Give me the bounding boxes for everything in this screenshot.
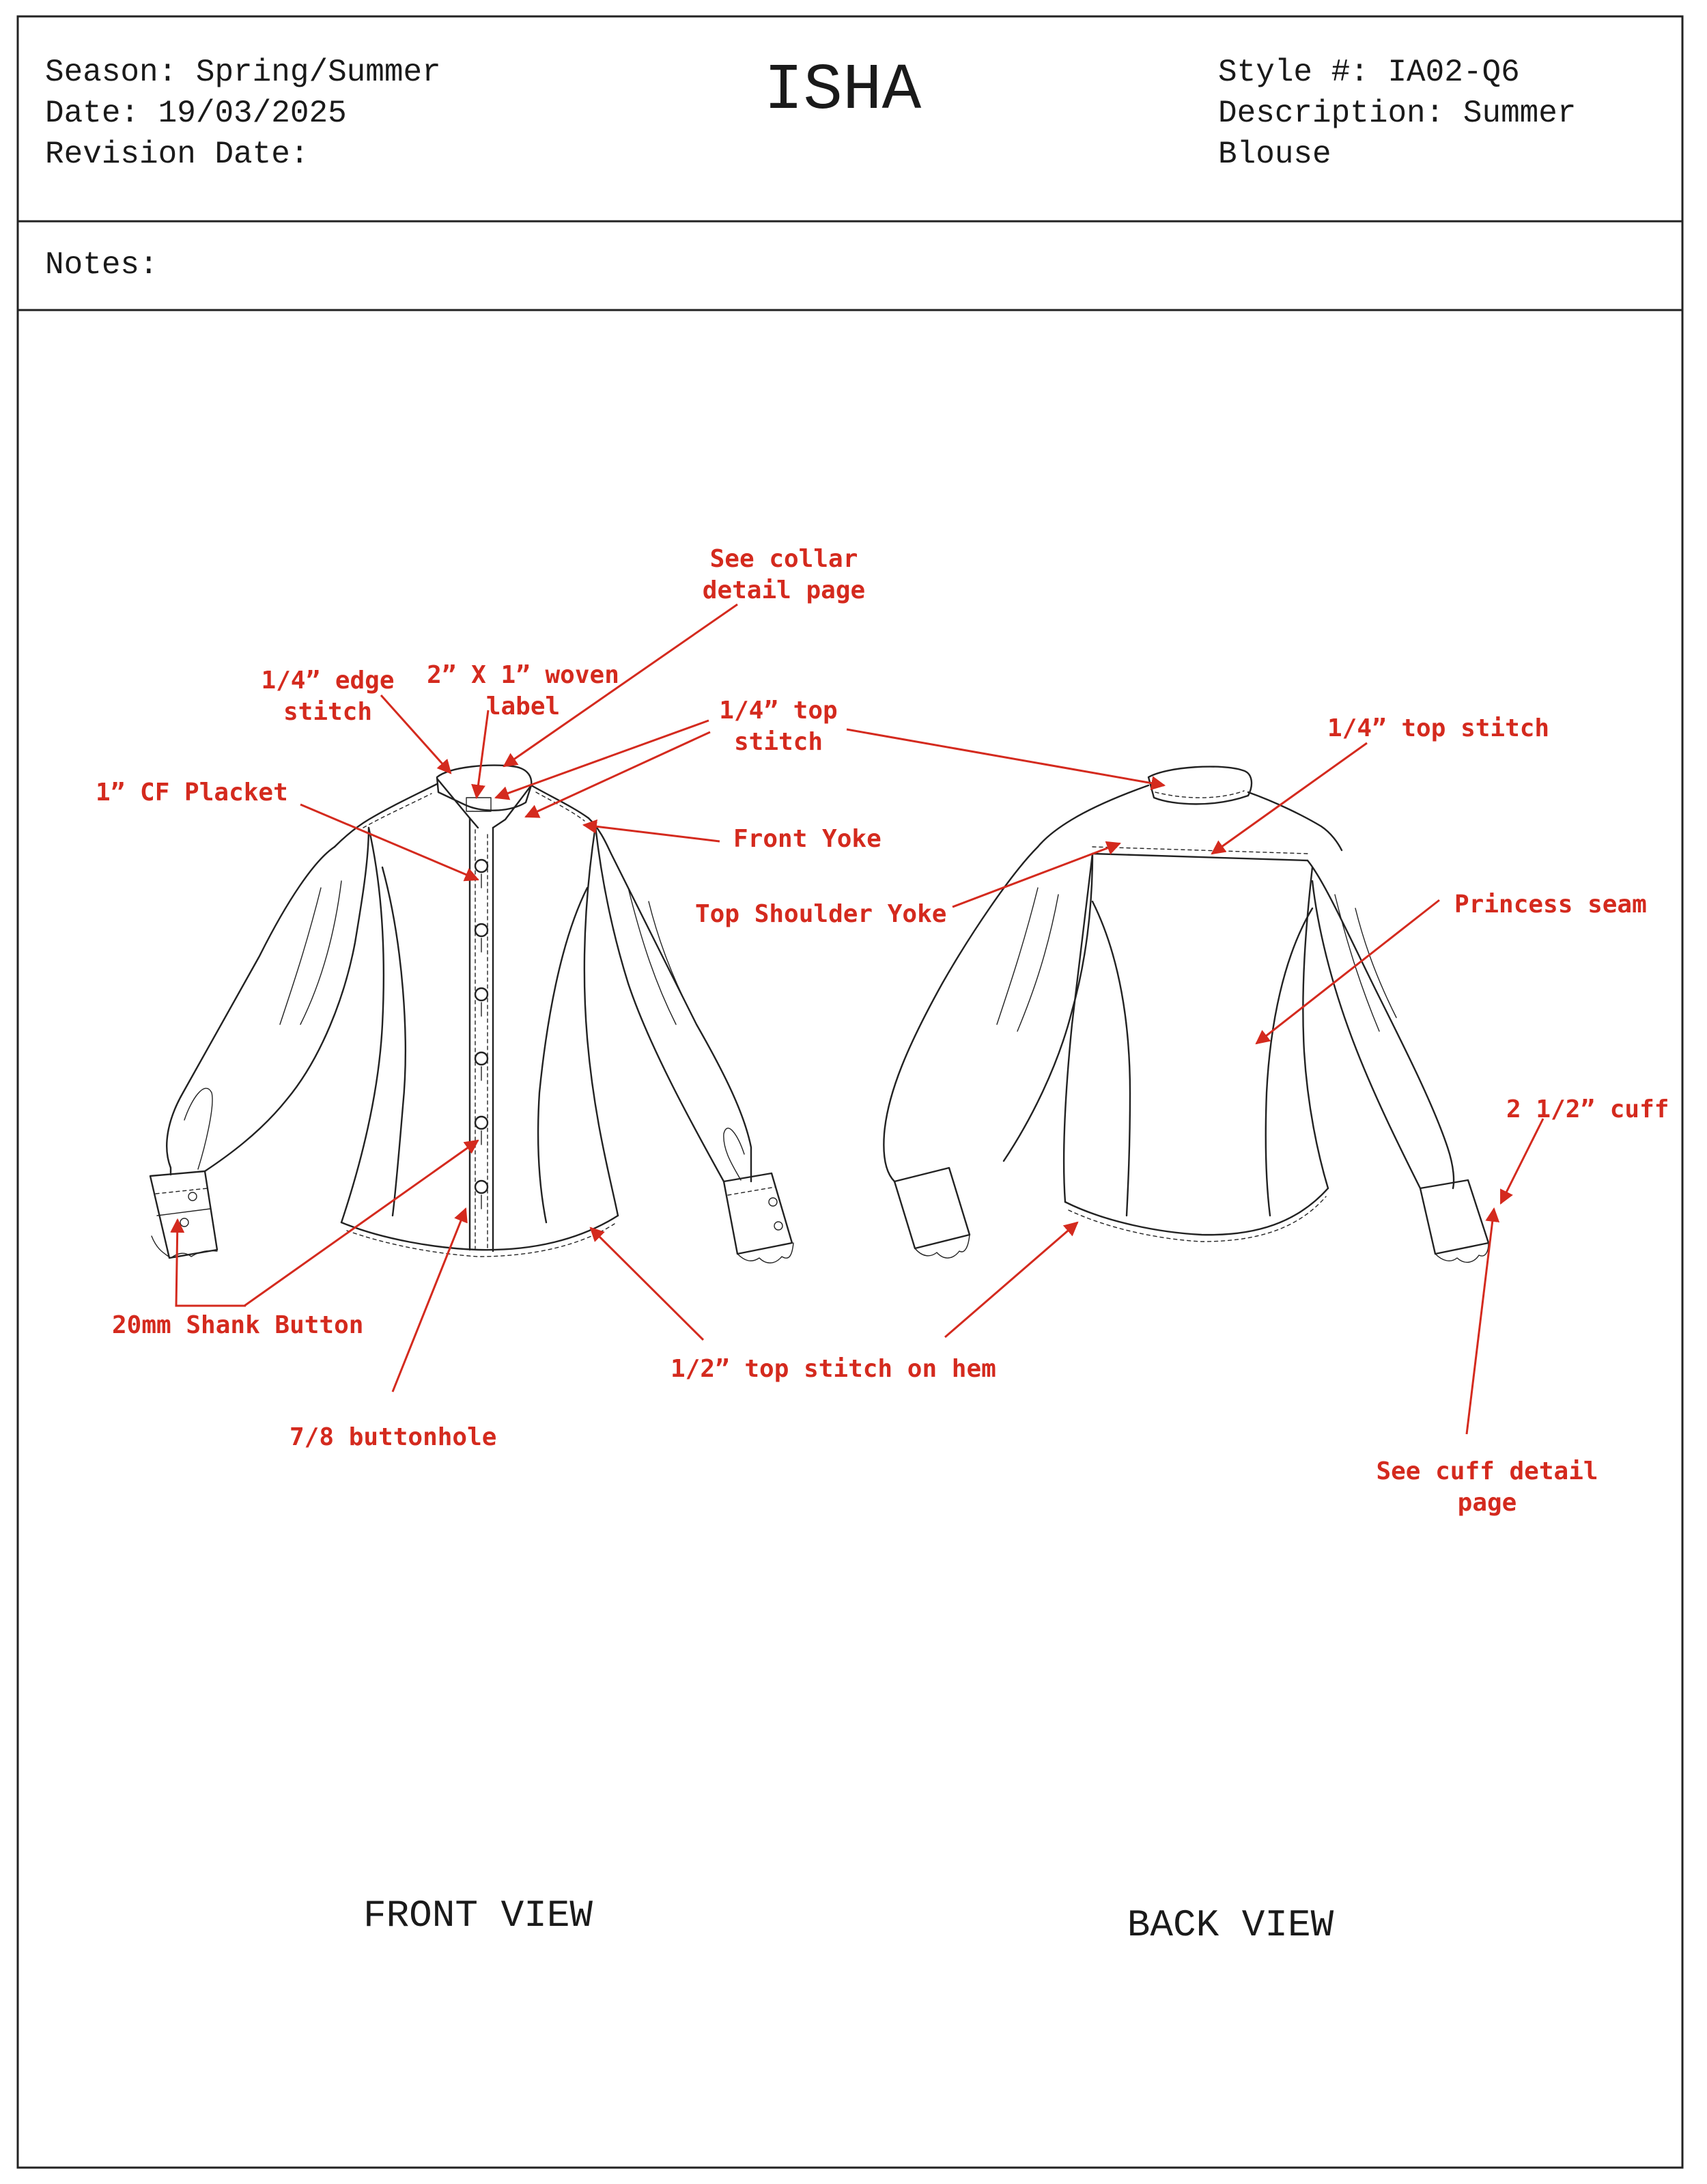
annotation-labels: See collar detail page 1/4” edge stitch … — [96, 545, 1669, 1517]
note-back-top-stitch: 1/4” top stitch — [1327, 714, 1549, 742]
description-text: Description: Summer — [1218, 96, 1577, 131]
note-edge-stitch: 1/4” edge — [261, 667, 394, 695]
note-cuff: 2 1/2” cuff — [1506, 1095, 1669, 1123]
front-view-blouse — [149, 764, 794, 1263]
note-princess-seam: Princess seam — [1454, 891, 1647, 919]
notes-label: Notes: — [45, 247, 158, 283]
note-hem-top-stitch: 1/2” top stitch on hem — [671, 1355, 996, 1383]
note-see-cuff: See cuff detail — [1376, 1457, 1598, 1485]
front-view-caption: FRONT VIEW — [363, 1894, 593, 1937]
style-number-text: Style #: IA02-Q6 — [1218, 55, 1520, 90]
note-top-stitch: 1/4” top — [719, 697, 837, 725]
note-cf-placket: 1” CF Placket — [96, 779, 288, 807]
note-see-cuff-cont: page — [1458, 1489, 1517, 1517]
note-top-stitch-cont: stitch — [734, 728, 823, 756]
brand-title: ISHA — [764, 53, 922, 128]
note-woven-label: 2” X 1” woven — [427, 661, 619, 689]
note-buttonhole: 7/8 buttonhole — [290, 1423, 496, 1451]
note-front-yoke: Front Yoke — [733, 825, 881, 853]
annotation-arrows — [170, 603, 1544, 1435]
note-edge-stitch-cont: stitch — [283, 698, 372, 726]
season-text: Season: Spring/Summer — [45, 55, 441, 90]
description-text-cont: Blouse — [1218, 137, 1331, 172]
note-top-shoulder-yoke: Top Shoulder Yoke — [695, 900, 946, 928]
note-see-collar: See collar — [710, 545, 858, 573]
date-text: Date: 19/03/2025 — [45, 96, 347, 131]
revision-date-text: Revision Date: — [45, 137, 309, 172]
back-view-caption: BACK VIEW — [1127, 1903, 1334, 1947]
note-see-collar-cont: detail page — [703, 576, 865, 604]
note-woven-label-cont: label — [486, 692, 560, 720]
page-border — [16, 15, 1684, 2169]
back-view-blouse — [883, 766, 1490, 1263]
note-shank-button: 20mm Shank Button — [112, 1311, 363, 1339]
